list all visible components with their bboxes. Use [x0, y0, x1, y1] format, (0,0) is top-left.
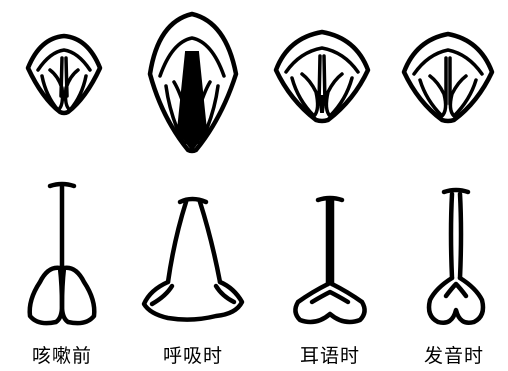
- caption-whispering: 耳语时: [280, 341, 380, 368]
- larynx-view-before-cough: [28, 36, 100, 113]
- fold-schematic-breathing: [144, 199, 242, 320]
- larynx-view-whispering: [276, 32, 368, 121]
- caption-before-cough: 咳嗽前: [12, 341, 112, 368]
- fold-schematic-before-cough: [30, 184, 95, 323]
- caption-phonation: 发音时: [404, 341, 504, 368]
- fold-schematic-whispering: [295, 198, 364, 322]
- larynx-view-breathing: [150, 14, 236, 151]
- caption-breathing: 呼吸时: [143, 341, 243, 368]
- fold-schematic-phonation: [429, 190, 483, 323]
- larynx-view-phonation: [404, 34, 492, 121]
